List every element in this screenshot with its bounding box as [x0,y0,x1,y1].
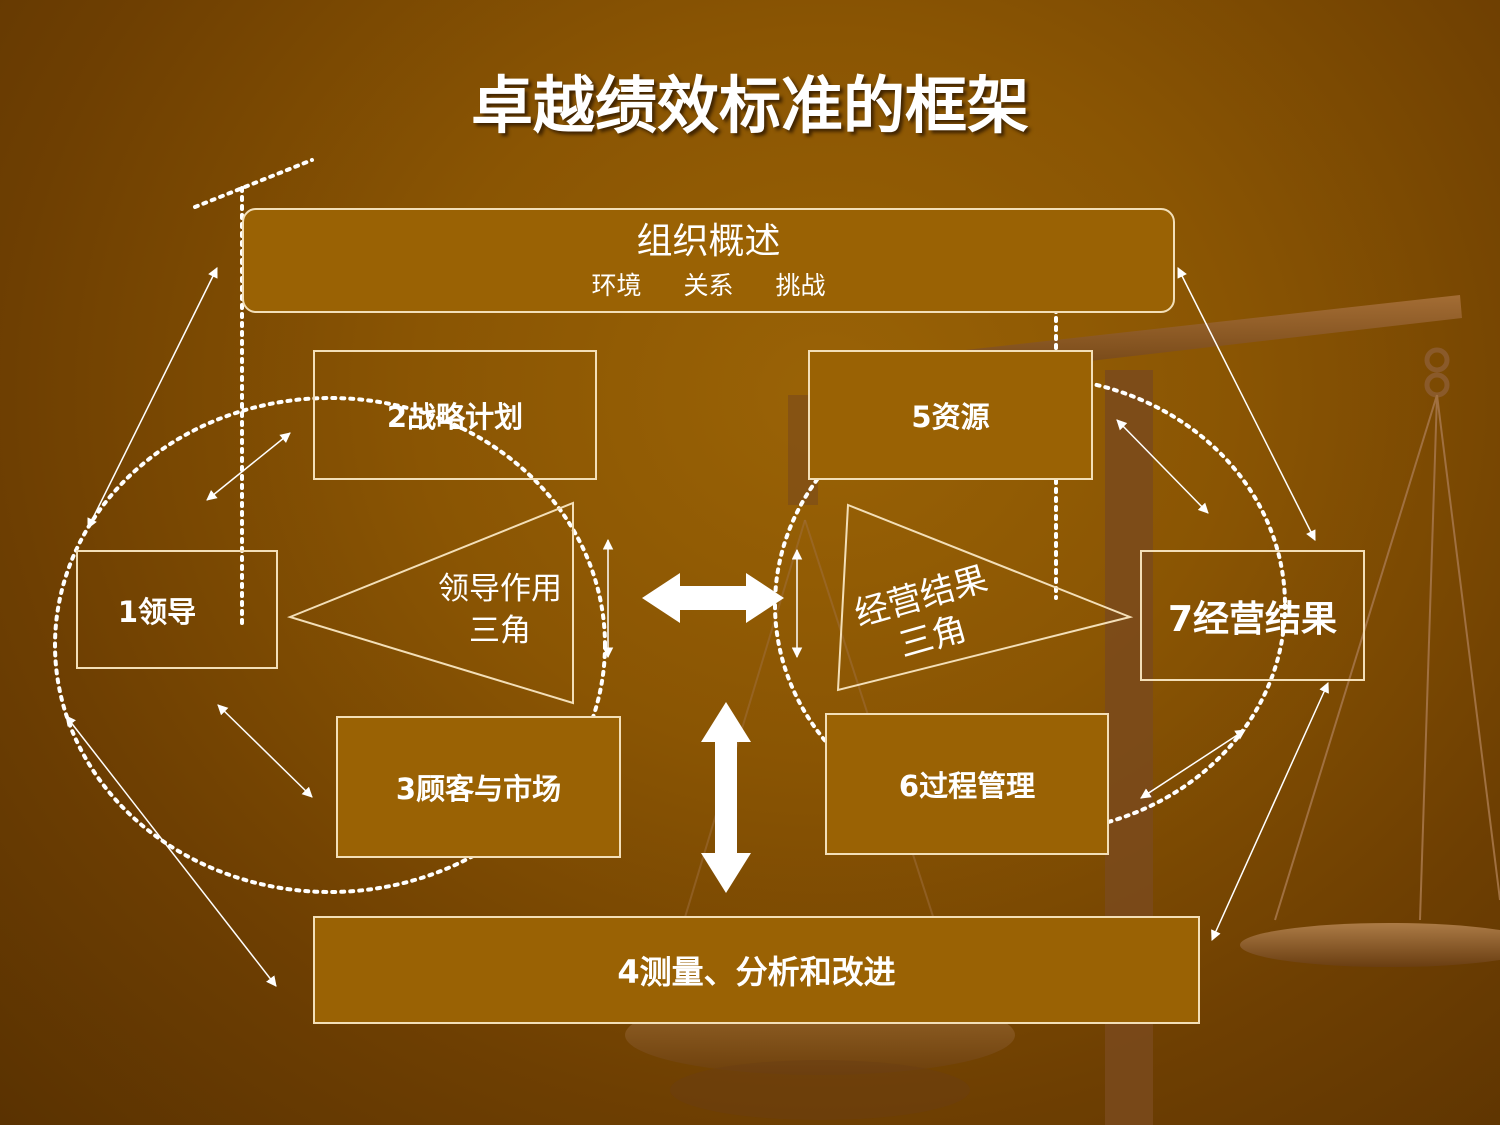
box-leadership: 1领导 [76,550,278,669]
arrow-leadership-strategy [206,432,291,501]
arrow-overview-results [1177,267,1316,541]
arrow-process-results [1140,729,1246,799]
box-strategic-planning: 2战略计划 [313,350,597,480]
leadership-triangle-line1: 领导作用 [438,571,562,607]
box-business-results: 7经营结果 [1140,550,1365,681]
overview-item-environment: 环境 [591,270,642,300]
results-triangle [836,503,1134,692]
arrow-leadership-customer [217,704,313,798]
arrow-leadership-measurement [65,715,277,987]
box-process-management: 6过程管理 [825,713,1109,855]
box-resources: 5资源 [808,350,1093,480]
box-customer-market: 3顾客与市场 [336,716,621,858]
arrow-resources-results [1116,419,1209,514]
overview-item-challenges: 挑战 [775,270,826,300]
overview-items: 环境 关系 挑战 [591,266,825,302]
arrow-results-measurement [1211,682,1329,941]
big-horizontal-double-arrow [642,573,784,623]
leadership-triangle-line2: 三角 [469,613,531,649]
arrow-overview-leadership [87,267,218,529]
overview-item-relationships: 关系 [683,270,734,300]
box-measurement-analysis: 4测量、分析和改进 [313,916,1200,1024]
leadership-triangle-label: 领导作用 三角 [420,568,580,652]
page-title: 卓越绩效标准的框架 [470,69,1029,142]
organization-overview-box: 组织概述 环境 关系 挑战 [242,208,1175,313]
big-vertical-double-arrow [701,702,751,893]
dotted-slash-line [193,158,314,209]
overview-title: 组织概述 [636,220,781,262]
leadership-triangle [286,501,574,705]
